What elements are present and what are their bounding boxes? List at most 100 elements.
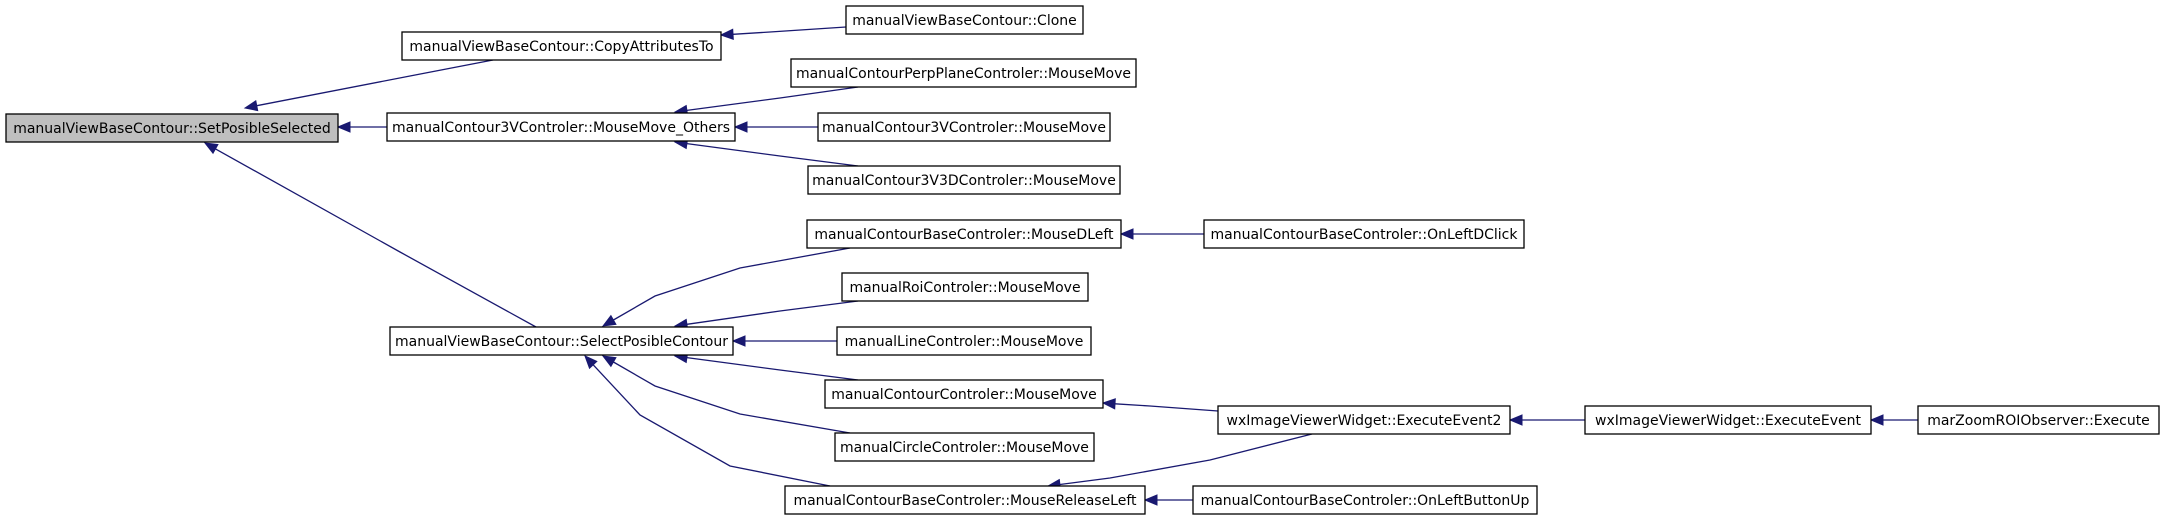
node-box[interactable]	[790, 58, 1137, 88]
edge-arrowhead	[1508, 414, 1523, 426]
node-box[interactable]	[5, 113, 339, 143]
edge-base_mouse_d_left-to-select_posible_contour	[601, 247, 851, 327]
node-label: manualContour3VControler::MouseMove	[822, 120, 1106, 136]
edge-arrowhead	[733, 121, 748, 133]
node-box[interactable]	[386, 112, 736, 142]
edge-c3v3d_mouse_move-to-mouse_move_others	[673, 137, 859, 167]
node-box[interactable]	[1917, 405, 2160, 435]
edge-arrowhead	[203, 142, 219, 155]
node-box[interactable]	[1203, 219, 1525, 249]
edge-mar_zoom_execute-to-execute_event	[1869, 414, 1918, 426]
node-label: manualContour3VControler::MouseMove_Othe…	[392, 120, 730, 136]
node-execute_event[interactable]: wxImageViewerWidget::ExecuteEvent	[1584, 405, 1872, 435]
node-label: manualContourPerpPlaneControler::MouseMo…	[796, 66, 1131, 82]
edge-on_left_d_click-to-base_mouse_d_left	[1119, 228, 1204, 240]
node-line_mouse_move[interactable]: manualLineControler::MouseMove	[836, 326, 1092, 356]
node-select_posible_contour[interactable]: manualViewBaseContour::SelectPosibleCont…	[389, 326, 734, 356]
edge-line	[1059, 433, 1313, 486]
node-on_left_button_up[interactable]: manualContourBaseControler::OnLeftButton…	[1192, 485, 1538, 515]
edge-on_left_button_up-to-mouse_release_left	[1143, 494, 1193, 506]
node-mouse_move_others[interactable]: manualContour3VControler::MouseMove_Othe…	[386, 112, 736, 142]
edge-line	[613, 361, 851, 434]
node-box[interactable]	[1584, 405, 1872, 435]
node-label: manualViewBaseContour::CopyAttributesTo	[409, 39, 713, 55]
edge-contour_mouse_move-to-select_posible_contour	[673, 351, 859, 381]
edge-arrowhead	[719, 28, 734, 41]
edge-line	[686, 142, 859, 167]
edge-line_mouse_move-to-select_posible_contour	[731, 335, 837, 347]
edge-clone-to-copy_attributes_to	[719, 26, 847, 41]
node-mouse_release_left[interactable]: manualContourBaseControler::MouseRelease…	[784, 485, 1146, 515]
node-label: wxImageViewerWidget::ExecuteEvent	[1595, 413, 1862, 429]
node-mar_zoom_execute[interactable]: marZoomROIObserver::Execute	[1917, 405, 2160, 435]
node-box[interactable]	[389, 326, 734, 356]
node-label: manualLineControler::MouseMove	[845, 334, 1084, 350]
edge-copy_attributes_to-to-set_posible_selected	[243, 59, 494, 112]
nodes-layer: manualViewBaseContour::SetPosibleSelecte…	[5, 5, 2160, 515]
node-clone[interactable]: manualViewBaseContour::Clone	[845, 5, 1084, 35]
node-execute_event2[interactable]: wxImageViewerWidget::ExecuteEvent2	[1217, 405, 1511, 435]
node-c3v_mouse_move[interactable]: manualContour3VControler::MouseMove	[817, 112, 1111, 142]
edge-execute_event2-to-contour_mouse_move	[1101, 398, 1219, 412]
edge-execute_event-to-execute_event2	[1508, 414, 1585, 426]
edge-select_posible_contour-to-set_posible_selected	[203, 142, 537, 328]
edge-line	[686, 356, 859, 381]
edge-line	[686, 300, 859, 325]
node-contour_mouse_move[interactable]: manualContourControler::MouseMove	[824, 379, 1104, 409]
node-box[interactable]	[824, 379, 1104, 409]
node-box[interactable]	[1192, 485, 1538, 515]
node-box[interactable]	[401, 31, 722, 61]
edge-arrowhead	[584, 355, 598, 370]
node-label: manualRoiControler::MouseMove	[849, 280, 1080, 296]
edge-arrowhead	[601, 355, 617, 368]
node-label: manualViewBaseContour::Clone	[852, 13, 1077, 29]
edge-arrowhead	[731, 335, 746, 347]
node-perp_plane_mouse_move[interactable]: manualContourPerpPlaneControler::MouseMo…	[790, 58, 1137, 88]
node-box[interactable]	[836, 326, 1092, 356]
node-label: manualViewBaseContour::SelectPosibleCont…	[395, 334, 728, 350]
node-box[interactable]	[784, 485, 1146, 515]
edge-arrowhead	[1143, 494, 1158, 506]
node-label: manualContour3V3DControler::MouseMove	[812, 173, 1116, 189]
node-label: manualViewBaseContour::SetPosibleSelecte…	[13, 121, 331, 137]
edge-arrowhead	[1119, 228, 1134, 240]
edge-arrowhead	[336, 121, 351, 133]
edge-line	[215, 148, 537, 328]
node-base_mouse_d_left[interactable]: manualContourBaseControler::MouseDLeft	[806, 219, 1122, 249]
node-label: wxImageViewerWidget::ExecuteEvent2	[1227, 413, 1502, 429]
node-label: manualCircleControler::MouseMove	[840, 440, 1089, 456]
node-c3v3d_mouse_move[interactable]: manualContour3V3DControler::MouseMove	[807, 165, 1121, 195]
node-circle_mouse_move[interactable]: manualCircleControler::MouseMove	[834, 432, 1095, 462]
node-label: manualContourBaseControler::OnLeftButton…	[1201, 493, 1530, 509]
edge-circle_mouse_move-to-select_posible_contour	[601, 355, 851, 434]
edge-mouse_move_others-to-set_posible_selected	[336, 121, 387, 133]
node-set_posible_selected[interactable]: manualViewBaseContour::SetPosibleSelecte…	[5, 113, 339, 143]
edge-mouse_release_left-to-select_posible_contour	[584, 355, 831, 487]
edge-roi_mouse_move-to-select_posible_contour	[673, 300, 859, 330]
edge-line	[613, 247, 851, 321]
edge-line	[592, 364, 831, 487]
node-box[interactable]	[1217, 405, 1511, 435]
edge-perp_plane_mouse_move-to-mouse_move_others	[673, 86, 859, 117]
node-box[interactable]	[845, 5, 1084, 35]
edge-line	[1114, 403, 1219, 412]
node-copy_attributes_to[interactable]: manualViewBaseContour::CopyAttributesTo	[401, 31, 722, 61]
node-label: marZoomROIObserver::Execute	[1927, 413, 2150, 429]
node-box[interactable]	[841, 272, 1089, 302]
edges-layer	[203, 26, 1918, 506]
node-on_left_d_click[interactable]: manualContourBaseControler::OnLeftDClick	[1203, 219, 1525, 249]
node-box[interactable]	[817, 112, 1111, 142]
node-box[interactable]	[806, 219, 1122, 249]
node-roi_mouse_move[interactable]: manualRoiControler::MouseMove	[841, 272, 1089, 302]
edge-arrowhead	[601, 314, 617, 327]
edge-line	[256, 59, 494, 107]
node-label: manualContourBaseControler::MouseDLeft	[814, 227, 1114, 243]
node-label: manualContourControler::MouseMove	[831, 387, 1096, 403]
node-box[interactable]	[834, 432, 1095, 462]
edge-line	[686, 86, 859, 112]
edge-arrowhead	[243, 99, 259, 112]
node-box[interactable]	[807, 165, 1121, 195]
edge-arrowhead	[1101, 398, 1116, 410]
edge-arrowhead	[1869, 414, 1884, 426]
